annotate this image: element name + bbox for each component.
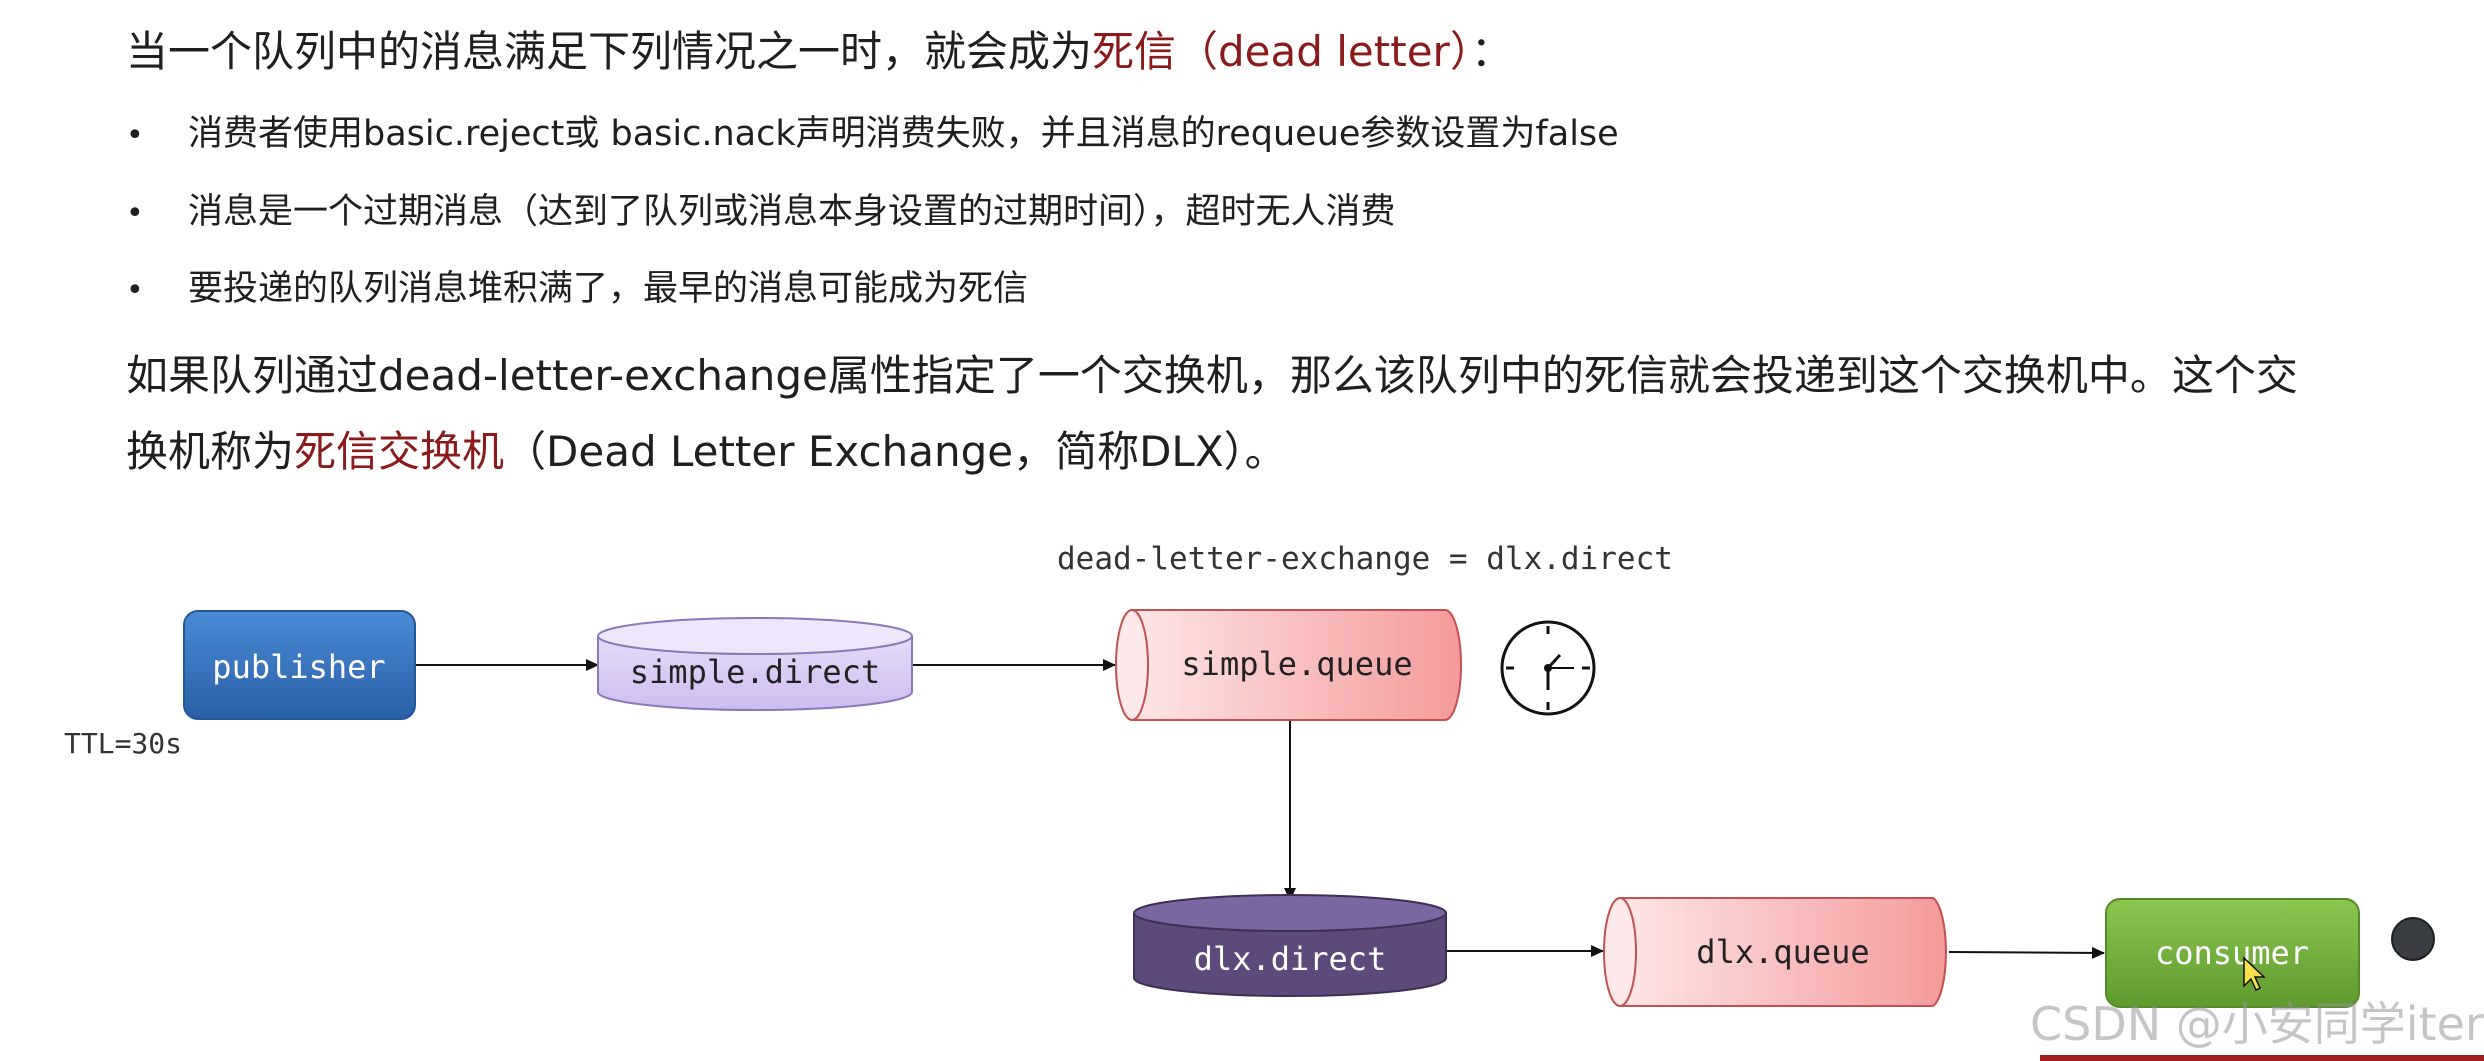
clock-icon	[1500, 620, 1596, 716]
bullet-dot-icon: •	[126, 196, 144, 231]
bullet-dot-icon: •	[126, 273, 144, 308]
condition-text-3: 要投递的队列消息堆积满了，最早的消息可能成为死信	[188, 269, 1029, 309]
dead-letter-term: 死信（dead letter）	[1092, 27, 1471, 76]
intro-heading: 当一个队列中的消息满足下列情况之一时，就会成为死信（dead letter）：	[126, 22, 1513, 82]
dlx-paragraph-line-2: 换机称为死信交换机（Dead Letter Exchange，简称DLX）。	[126, 414, 1287, 490]
bottom-accent-bar	[2040, 1055, 2484, 1061]
condition-bullet-2: • 消息是一个过期消息（达到了队列或消息本身设置的过期时间），超时无人消费	[126, 187, 1396, 239]
dlx-paragraph-line-1: 如果队列通过dead-letter-exchange属性指定了一个交换机，那么该…	[126, 351, 2298, 400]
dlx-queue-node: dlx.queue	[1603, 897, 1947, 1007]
condition-text-1: 消费者使用basic.reject或 basic.nack声明消费失败，并且消息…	[188, 114, 1619, 154]
simple-direct-exchange: simple.direct	[597, 617, 913, 711]
bullet-dot-icon: •	[126, 118, 144, 153]
simple-queue-node: simple.queue	[1115, 609, 1462, 721]
dlx-queue-label: dlx.queue	[1696, 933, 1869, 971]
publisher-label: publisher	[212, 648, 385, 686]
mouse-cursor-icon	[2243, 956, 2266, 992]
consumer-node: consumer	[2105, 898, 2360, 1008]
dlx-paragraph-suffix: （Dead Letter Exchange，简称DLX）。	[504, 427, 1287, 476]
condition-bullet-3: • 要投递的队列消息堆积满了，最早的消息可能成为死信	[126, 264, 1028, 316]
record-dot-icon	[2391, 917, 2435, 961]
dlx-paragraph-prefix: 换机称为	[126, 427, 295, 476]
dlx-direct-exchange: dlx.direct	[1133, 894, 1447, 997]
dlx-term: 死信交换机	[294, 427, 505, 476]
simple-queue-label: simple.queue	[1181, 645, 1412, 683]
condition-text-2: 消息是一个过期消息（达到了队列或消息本身设置的过期时间），超时无人消费	[188, 192, 1396, 232]
dlx-annotation: dead-letter-exchange = dlx.direct	[1057, 541, 1673, 577]
simple-direct-label: simple.direct	[630, 653, 880, 691]
publisher-node: publisher	[183, 610, 416, 720]
dlx-direct-label: dlx.direct	[1194, 940, 1387, 978]
ttl-label: TTL=30s	[64, 727, 183, 760]
intro-heading-prefix: 当一个队列中的消息满足下列情况之一时，就会成为	[126, 27, 1093, 76]
edge-dlx-queue-to-consumer	[1948, 946, 2105, 959]
intro-heading-suffix: ：	[1470, 27, 1513, 76]
condition-bullet-1: • 消费者使用basic.reject或 basic.nack声明消费失败，并且消…	[126, 109, 1619, 161]
consumer-label: consumer	[2155, 934, 2309, 972]
watermark: CSDN @小安同学iter	[2030, 997, 2484, 1051]
